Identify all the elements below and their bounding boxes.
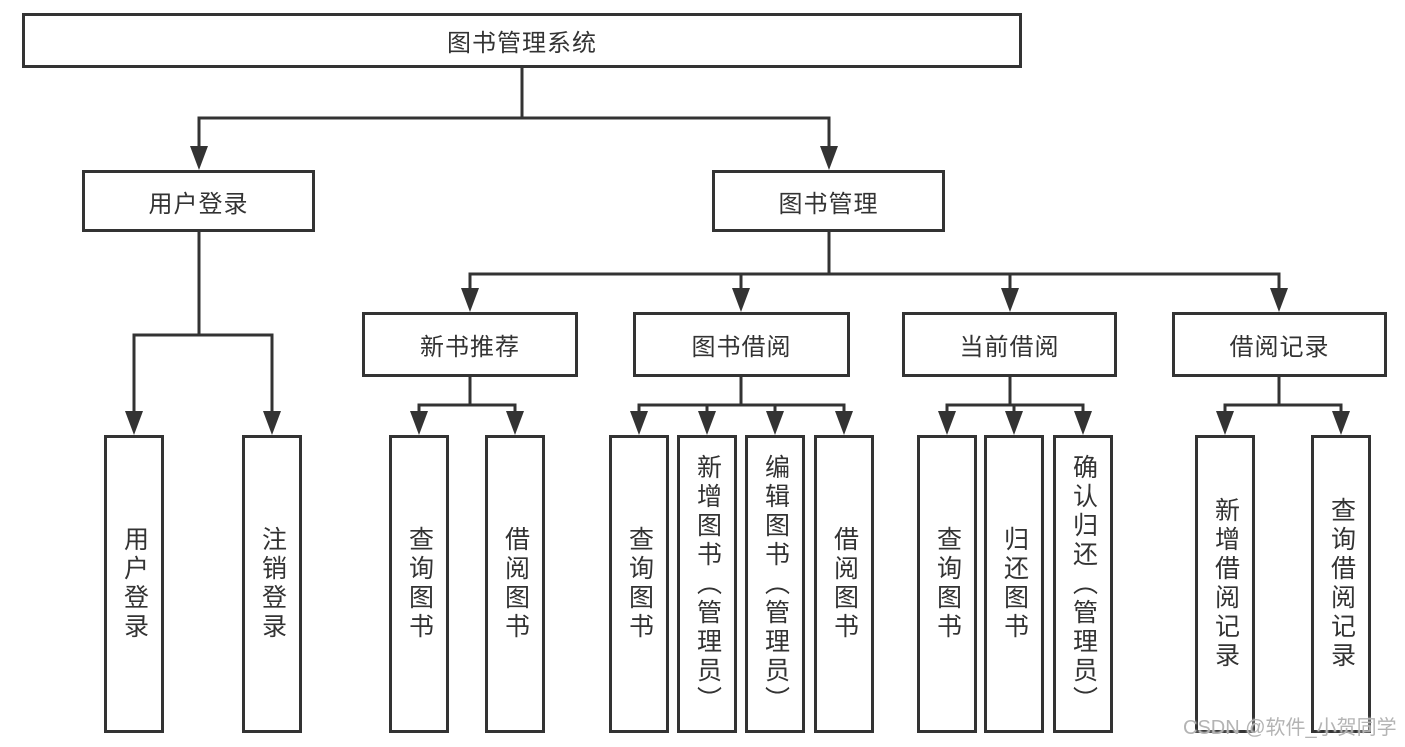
node-leaf-query-books-2-label: 查询图书 [625,526,654,642]
connector-borrow-record-branch [1223,403,1343,411]
node-leaf-query-books-1-label: 查询图书 [405,526,434,642]
arrow-to-leaf-add-record [1216,411,1234,435]
node-leaf-query-books-3: 查询图书 [917,435,977,733]
node-leaf-query-books-3-label: 查询图书 [933,526,962,642]
arrow-to-user-login [190,146,208,170]
arrow-to-leaf-query-books-1 [410,411,428,435]
arrow-to-leaf-query-record [1332,411,1350,435]
arrow-to-leaf-borrow-books-2 [835,411,853,435]
node-leaf-return-books: 归还图书 [984,435,1044,733]
node-leaf-logout-label: 注销登录 [258,526,287,642]
arrow-to-leaf-query-books-2 [630,411,648,435]
node-user-login: 用户登录 [82,170,315,232]
arrow-to-current-borrow [1001,288,1019,312]
node-current-borrowing: 当前借阅 [902,312,1117,377]
connector-level3-drops [739,274,1012,288]
node-root: 图书管理系统 [22,13,1022,68]
arrow-to-book-mgmt [820,146,838,170]
node-leaf-edit-books-admin: 编辑图书（管理员） [745,435,805,733]
node-leaf-query-borrow-record: 查询借阅记录 [1311,435,1371,733]
node-book-management: 图书管理 [712,170,945,232]
node-leaf-query-borrow-record-label: 查询借阅记录 [1327,497,1356,671]
node-leaf-confirm-return-admin-label: 确认归还（管理员） [1069,453,1098,715]
node-borrowing-records: 借阅记录 [1172,312,1387,377]
node-borrowing-records-label: 借阅记录 [1229,334,1330,361]
node-book-management-label: 图书管理 [778,190,879,218]
arrow-to-leaf-confirm-return [1074,411,1092,435]
arrow-to-leaf-return-books [1005,411,1023,435]
connector-book-borrow-branch [637,403,846,411]
node-book-borrowing: 图书借阅 [633,312,850,377]
node-leaf-add-books-admin-label: 新增图书（管理员） [693,453,722,715]
node-root-label: 图书管理系统 [447,30,597,57]
node-user-login-label: 用户登录 [148,190,249,218]
node-leaf-user-login: 用户登录 [104,435,164,733]
connector-book-borrow-drops [705,405,777,411]
arrow-to-borrow-record [1270,288,1288,312]
node-leaf-user-login-label: 用户登录 [120,526,149,642]
node-leaf-add-books-admin: 新增图书（管理员） [677,435,737,733]
node-leaf-logout: 注销登录 [242,435,302,733]
arrow-to-leaf-add-books [698,411,716,435]
node-leaf-edit-books-admin-label: 编辑图书（管理员） [761,453,790,715]
connector-new-book-branch [417,403,517,411]
node-book-borrowing-label: 图书借阅 [691,334,792,361]
node-leaf-borrow-books-1: 借阅图书 [485,435,545,733]
node-leaf-borrow-books-2: 借阅图书 [814,435,874,733]
node-new-book-recommend-label: 新书推荐 [420,334,520,361]
node-leaf-query-books-2: 查询图书 [609,435,669,733]
connector-user-login-branch [132,333,274,411]
node-current-borrowing-label: 当前借阅 [959,334,1060,361]
node-leaf-query-books-1: 查询图书 [389,435,449,733]
arrow-to-leaf-user-login [125,411,143,435]
arrow-to-leaf-logout [263,411,281,435]
connector-level2-branch [197,116,831,146]
arrow-to-leaf-edit-books [766,411,784,435]
node-leaf-borrow-books-1-label: 借阅图书 [501,526,530,642]
arrow-to-leaf-borrow-books-1 [506,411,524,435]
arrow-to-book-borrow [732,288,750,312]
node-leaf-borrow-books-2-label: 借阅图书 [830,526,859,642]
arrow-to-new-book [461,288,479,312]
node-leaf-add-borrow-record-label: 新增借阅记录 [1211,497,1240,671]
node-new-book-recommend: 新书推荐 [362,312,578,377]
connector-level3-branch [468,272,1281,288]
node-leaf-add-borrow-record: 新增借阅记录 [1195,435,1255,733]
watermark: CSDN @软件_小贺同学 [1183,717,1397,739]
node-leaf-confirm-return-admin: 确认归还（管理员） [1053,435,1113,733]
arrow-to-leaf-query-books-3 [938,411,956,435]
node-leaf-return-books-label: 归还图书 [1000,526,1029,642]
arrowheads [125,146,1350,435]
